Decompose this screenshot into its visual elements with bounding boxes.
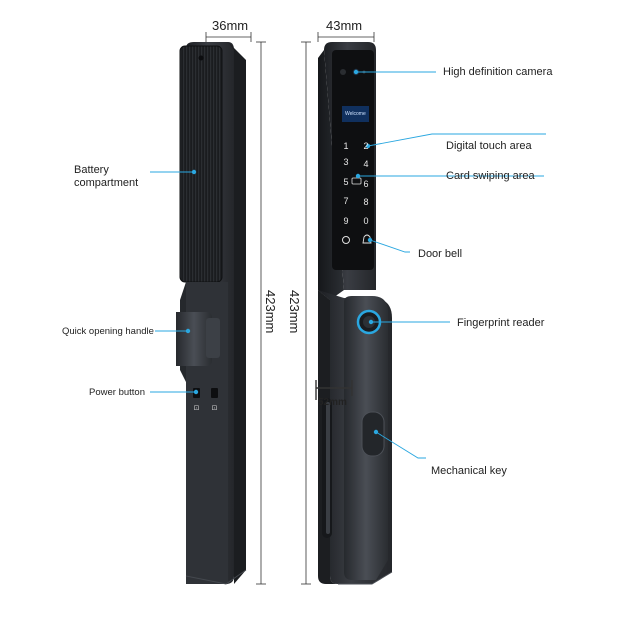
key-0: 0 [363,216,369,226]
key-2: 2 [363,141,369,151]
right-lock [318,42,393,585]
fingerprint-label: Fingerprint reader [457,317,545,329]
key-3: 3 [343,157,349,167]
key-6: 6 [363,179,369,189]
bell-key-icon [342,236,350,244]
right-height-label: 423mm [287,290,302,334]
key-8: 8 [363,197,369,207]
key-7: 7 [343,196,349,206]
keypad-panel [332,50,374,270]
card-area-label: Card swiping area [446,170,535,182]
door-bell-label: Door bell [418,248,463,260]
dimension-lines [205,32,375,585]
key-9: 9 [343,216,349,226]
battery-compartment-label: Battery compartment [74,164,139,189]
left-width-label: 36mm [212,18,249,33]
svg-text:⊡: ⊡ [212,404,218,412]
quick-opening-handle [176,312,212,366]
left-lock: ⊡ ⊡ [176,42,247,585]
right-width-label: 43mm [326,18,363,33]
handle-depth-label: 52mm [318,397,347,408]
power-button-label: Power button [89,387,145,398]
screen-welcome-text: Welcome [345,111,366,117]
key-1: 1 [343,141,349,151]
mechanical-key-cover [361,411,385,457]
svg-text:⊡: ⊡ [194,404,200,412]
power-button-right [211,388,218,398]
battery-compartment [180,46,222,282]
left-height-label: 423mm [263,290,278,334]
key-4: 4 [363,159,369,169]
card-icon [351,177,362,185]
display-screen [342,106,369,122]
key-5: 5 [343,177,349,187]
mechanical-key-label: Mechanical key [431,465,507,477]
quick-opening-handle-label: Quick opening handle [62,326,154,337]
touch-area-label: Digital touch area [446,140,532,152]
callout-lines [150,69,546,459]
camera-label: High definition camera [443,66,553,78]
